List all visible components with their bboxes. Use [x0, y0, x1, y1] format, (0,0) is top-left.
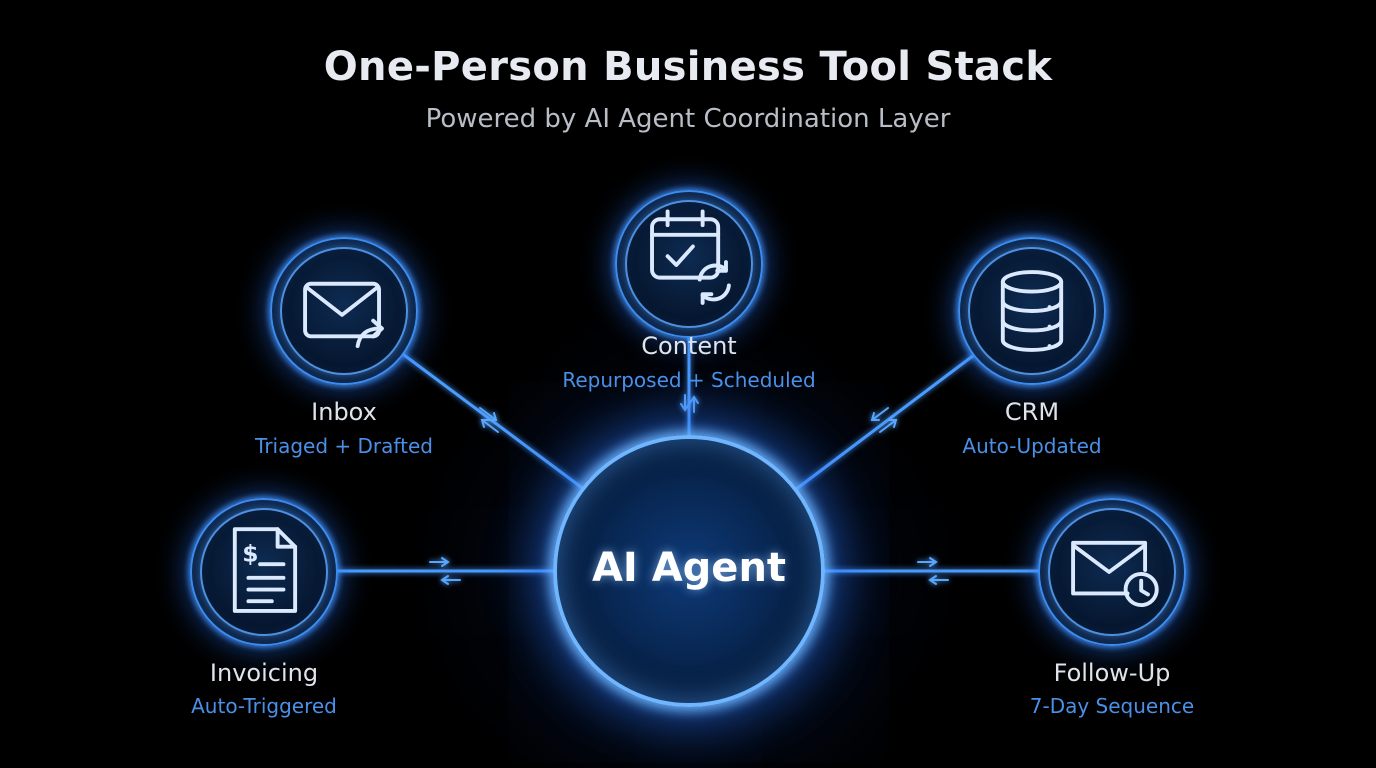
arrow-content-in — [680, 394, 690, 412]
follow-up-status: 7-Day Sequence — [1029, 694, 1195, 718]
inbox-status: Triaged + Drafted — [255, 434, 433, 458]
arrow-crm-in — [879, 419, 898, 433]
crm-status: Auto-Updated — [962, 434, 1102, 458]
arrow-inbox-out — [480, 419, 499, 433]
invoicing-node[interactable]: $ — [190, 498, 338, 646]
arrow-followup-in — [928, 575, 949, 585]
page-title: One-Person Business Tool Stack — [323, 44, 1053, 90]
content-status: Repurposed + Scheduled — [562, 368, 816, 392]
ai-agent-label: AI Agent — [591, 545, 787, 591]
inbox-node[interactable] — [270, 237, 418, 385]
arrow-invoicing-out — [440, 575, 461, 585]
svg-text:$: $ — [242, 539, 258, 567]
calendar-sync-icon — [650, 209, 731, 305]
follow-up-name: Follow-Up — [1053, 659, 1171, 687]
follow-up-node[interactable] — [1038, 498, 1186, 646]
invoicing-name: Invoicing — [209, 659, 319, 687]
mail-forward-icon — [303, 281, 384, 348]
invoicing-status: Auto-Triggered — [191, 694, 337, 718]
inbox-name: Inbox — [311, 398, 377, 426]
link-crm — [793, 350, 980, 492]
invoice-document-icon: $ — [232, 527, 298, 613]
content-node[interactable] — [615, 190, 763, 338]
arrow-content-out — [689, 395, 699, 413]
mail-clock-icon — [1071, 540, 1159, 608]
content-name: Content — [641, 332, 737, 360]
page-subtitle: Powered by AI Agent Coordination Layer — [425, 104, 951, 134]
arrow-crm-out — [870, 407, 889, 421]
crm-name: CRM — [1004, 398, 1060, 426]
arrow-invoicing-in — [429, 557, 450, 567]
arrow-inbox-in — [479, 407, 498, 421]
crm-node[interactable] — [958, 237, 1106, 385]
ai-agent-hub[interactable] — [553, 435, 825, 707]
database-icon — [1000, 270, 1064, 352]
arrow-followup-out — [917, 557, 938, 567]
